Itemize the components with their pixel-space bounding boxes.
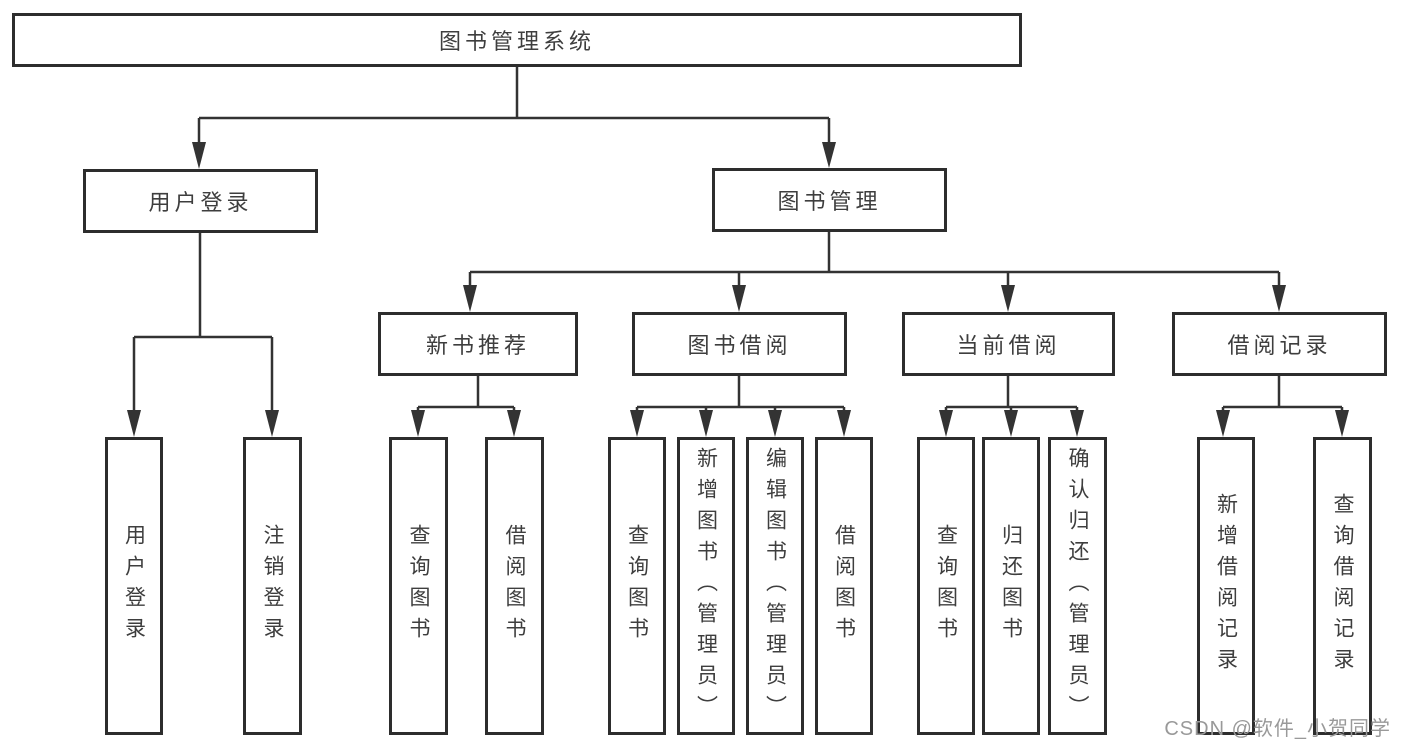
connector-userlogin-to-children (132, 233, 274, 412)
node-query-books-recommend: 查询图书 (389, 437, 448, 735)
node-label: 用户登录 (122, 524, 146, 648)
node-book-management: 图书管理 (712, 168, 947, 232)
node-label: 查询图书 (625, 524, 649, 648)
connector-borrowing-to-children (635, 376, 846, 412)
connector-current-to-children (944, 376, 1079, 412)
node-query-books-current: 查询图书 (917, 437, 975, 735)
node-confirm-return-admin: 确认归还（管理员） (1048, 437, 1107, 735)
connector-bookmgmt-to-level3 (468, 232, 1281, 287)
node-borrow-books-recommend: 借阅图书 (485, 437, 544, 735)
connector-newbook-to-children (416, 376, 516, 412)
node-query-borrow-record: 查询借阅记录 (1313, 437, 1372, 735)
node-label: 注销登录 (261, 524, 284, 648)
node-borrow-books-borrowing: 借阅图书 (815, 437, 873, 735)
node-new-book-recommendation: 新书推荐 (378, 312, 578, 376)
node-label: 确认归还（管理员） (1066, 446, 1089, 726)
node-logout-leaf: 注销登录 (243, 437, 302, 735)
node-add-borrow-record: 新增借阅记录 (1197, 437, 1255, 735)
node-current-borrowing: 当前借阅 (902, 312, 1115, 376)
node-edit-books-admin: 编辑图书（管理员） (746, 437, 804, 735)
node-library-system: 图书管理系统 (12, 13, 1022, 67)
node-label: 编辑图书（管理员） (763, 446, 787, 726)
node-label: 查询借阅记录 (1331, 493, 1354, 679)
node-return-books: 归还图书 (982, 437, 1040, 735)
csdn-watermark: CSDN @软件_小贺同学 (1164, 718, 1391, 740)
node-label: 新增借阅记录 (1214, 493, 1238, 679)
arrowheads (127, 142, 1349, 437)
node-label: 借阅图书 (832, 524, 856, 648)
node-borrowing-records: 借阅记录 (1172, 312, 1387, 376)
node-query-books-borrowing: 查询图书 (608, 437, 666, 735)
node-add-books-admin: 新增图书（管理员） (677, 437, 735, 735)
node-label: 借阅图书 (503, 524, 526, 648)
node-book-borrowing: 图书借阅 (632, 312, 847, 376)
node-user-login-leaf: 用户登录 (105, 437, 163, 735)
node-label: 新增图书（管理员） (694, 446, 718, 726)
node-label: 归还图书 (999, 524, 1023, 648)
node-label: 查询图书 (934, 524, 958, 648)
node-label: 查询图书 (407, 524, 430, 648)
connector-root-to-level2 (197, 67, 831, 144)
connector-records-to-children (1221, 376, 1344, 412)
node-user-login: 用户登录 (83, 169, 318, 233)
